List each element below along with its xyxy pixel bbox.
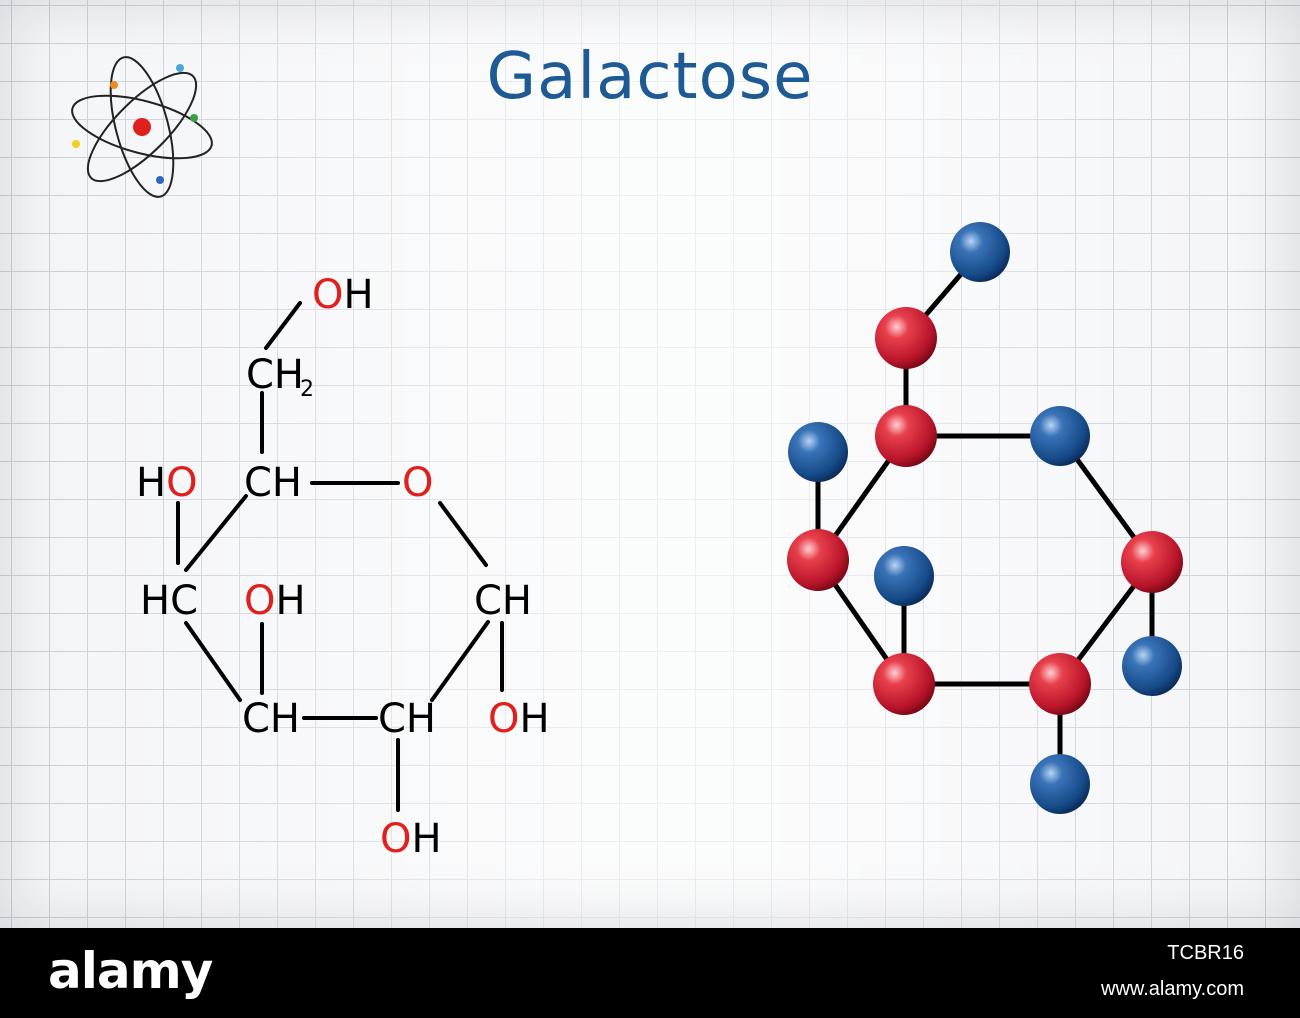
oxygen-atom — [1030, 754, 1090, 814]
label-ch-lower-mid: CH — [378, 696, 436, 742]
label-ch-upper: CH — [244, 460, 302, 506]
oxygen-atom — [1030, 406, 1090, 466]
carbon-atom — [873, 653, 935, 715]
label-ch-lower-left: CH — [242, 696, 300, 742]
bond-ch-right-ch-mid — [430, 620, 490, 702]
footer-bar: alamy TCBR16 www.alamy.com — [0, 928, 1300, 1018]
bond-ringo-ch-right — [438, 501, 488, 567]
label-ch2-subscript: 2 — [300, 377, 314, 402]
oxygen-atom — [950, 222, 1010, 282]
label-ring-oxygen: O — [402, 460, 433, 506]
carbon-atom — [875, 307, 937, 369]
bond-oh-ch2 — [264, 301, 302, 350]
label-oh-top: OH — [312, 272, 374, 318]
image-id: TCBR16 — [1167, 942, 1244, 964]
carbon-atom — [1029, 653, 1091, 715]
label-hc-left: HC — [140, 578, 198, 624]
oxygen-atom — [788, 422, 848, 482]
label-ch2: CH — [246, 352, 304, 398]
carbon-atom — [1121, 531, 1183, 593]
oxygen-atom — [874, 546, 934, 606]
label-oh-bottom: OH — [380, 816, 442, 862]
atom-icon — [71, 56, 213, 198]
label-ch-right: CH — [474, 578, 532, 624]
brand-logo: alamy — [48, 942, 213, 1000]
bond-ch-left-hc — [184, 621, 242, 702]
oxygen-atom — [1122, 636, 1182, 696]
label-oh-right: OH — [488, 696, 550, 742]
ball-and-stick-model — [787, 222, 1183, 814]
carbon-atom — [787, 529, 849, 591]
carbon-atom — [875, 405, 937, 467]
label-ho-left: HO — [136, 460, 198, 506]
label-oh-mid: OH — [244, 578, 306, 624]
structural-formula: OH CH 2 HO CH O HC OH CH CH CH OH OH — [136, 272, 550, 862]
site-url: www.alamy.com — [1101, 978, 1244, 1000]
page-title: Galactose — [486, 40, 814, 114]
bond-hc-ch-upper — [184, 494, 248, 572]
